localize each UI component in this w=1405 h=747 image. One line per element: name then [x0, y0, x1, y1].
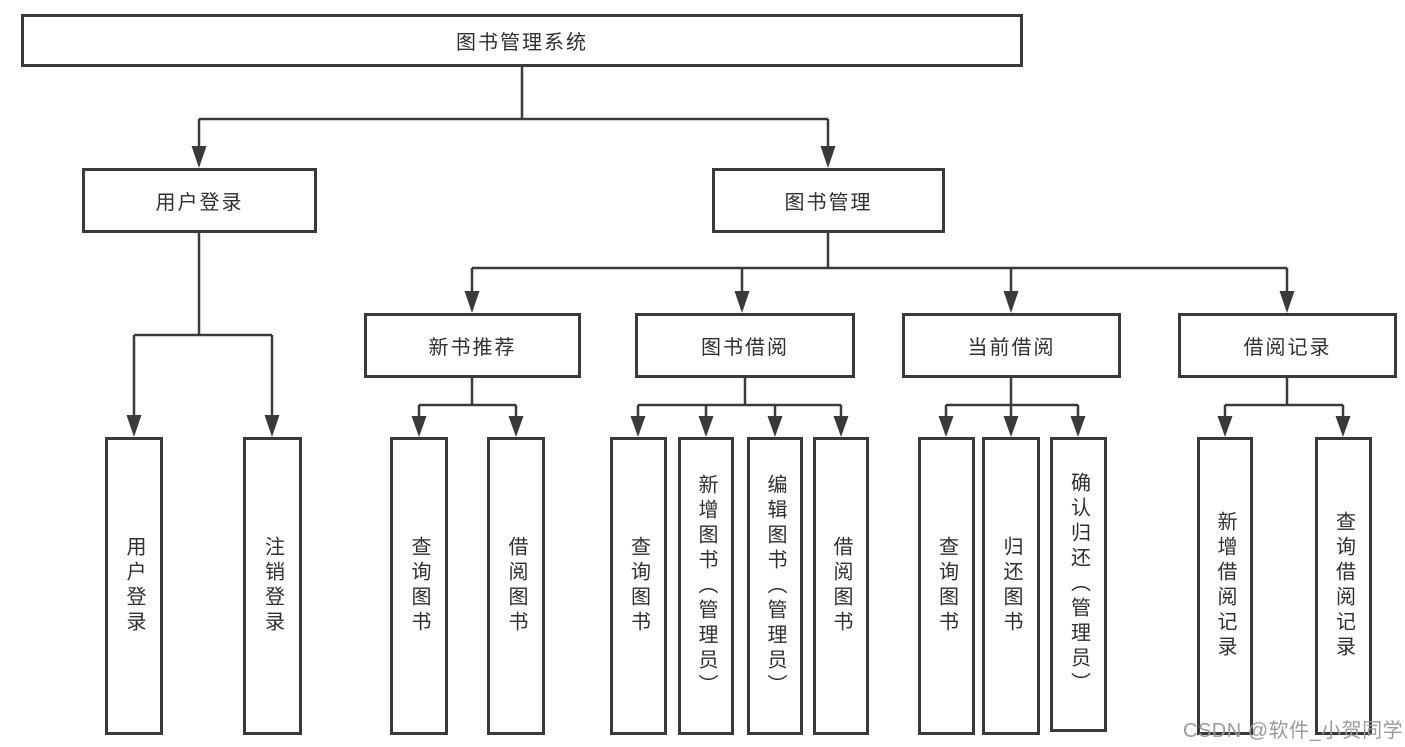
node-book-management: 图书管理 — [712, 168, 945, 233]
node-root: 图书管理系统 — [21, 14, 1023, 67]
node-borrowing-records: 借阅记录 — [1178, 313, 1397, 378]
node-new-book-recommend: 新书推荐 — [364, 313, 581, 378]
edge-book-management-to-level2 — [464, 233, 1295, 313]
edge-new-book-recommend-to-leaves — [411, 378, 524, 437]
node-current-borrowing: 当前借阅 — [902, 313, 1121, 378]
leaf-query-books-current: 查询图书 — [918, 437, 975, 735]
edge-borrowing-records-to-leaves — [1217, 378, 1351, 437]
leaf-add-borrow-record: 新增借阅记录 — [1197, 437, 1253, 735]
leaf-return-books: 归还图书 — [982, 437, 1040, 735]
leaf-borrow-books-recommend: 借阅图书 — [487, 437, 545, 735]
edge-root-to-level1 — [191, 67, 836, 168]
leaf-query-books-recommend: 查询图书 — [390, 437, 448, 735]
leaf-confirm-return-admin: 确认归还（管理员） — [1050, 437, 1107, 732]
leaf-logout: 注销登录 — [243, 437, 302, 735]
leaf-query-books-borrowing: 查询图书 — [610, 437, 667, 735]
node-book-borrowing: 图书借阅 — [635, 313, 855, 378]
leaf-user-login: 用户登录 — [105, 437, 163, 735]
leaf-query-borrow-record: 查询借阅记录 — [1315, 437, 1372, 735]
leaf-edit-books-admin: 编辑图书（管理员） — [747, 437, 803, 735]
csdn-watermark: CSDN @软件_小贺同学 — [1183, 720, 1404, 742]
leaf-add-books-admin: 新增图书（管理员） — [678, 437, 734, 735]
leaf-borrow-books-borrowing: 借阅图书 — [813, 437, 869, 735]
edge-current-borrowing-to-leaves — [938, 378, 1086, 437]
edge-book-borrowing-to-leaves — [630, 378, 849, 437]
node-user-login: 用户登录 — [82, 168, 317, 233]
edge-user-login-to-leaves — [126, 233, 280, 437]
